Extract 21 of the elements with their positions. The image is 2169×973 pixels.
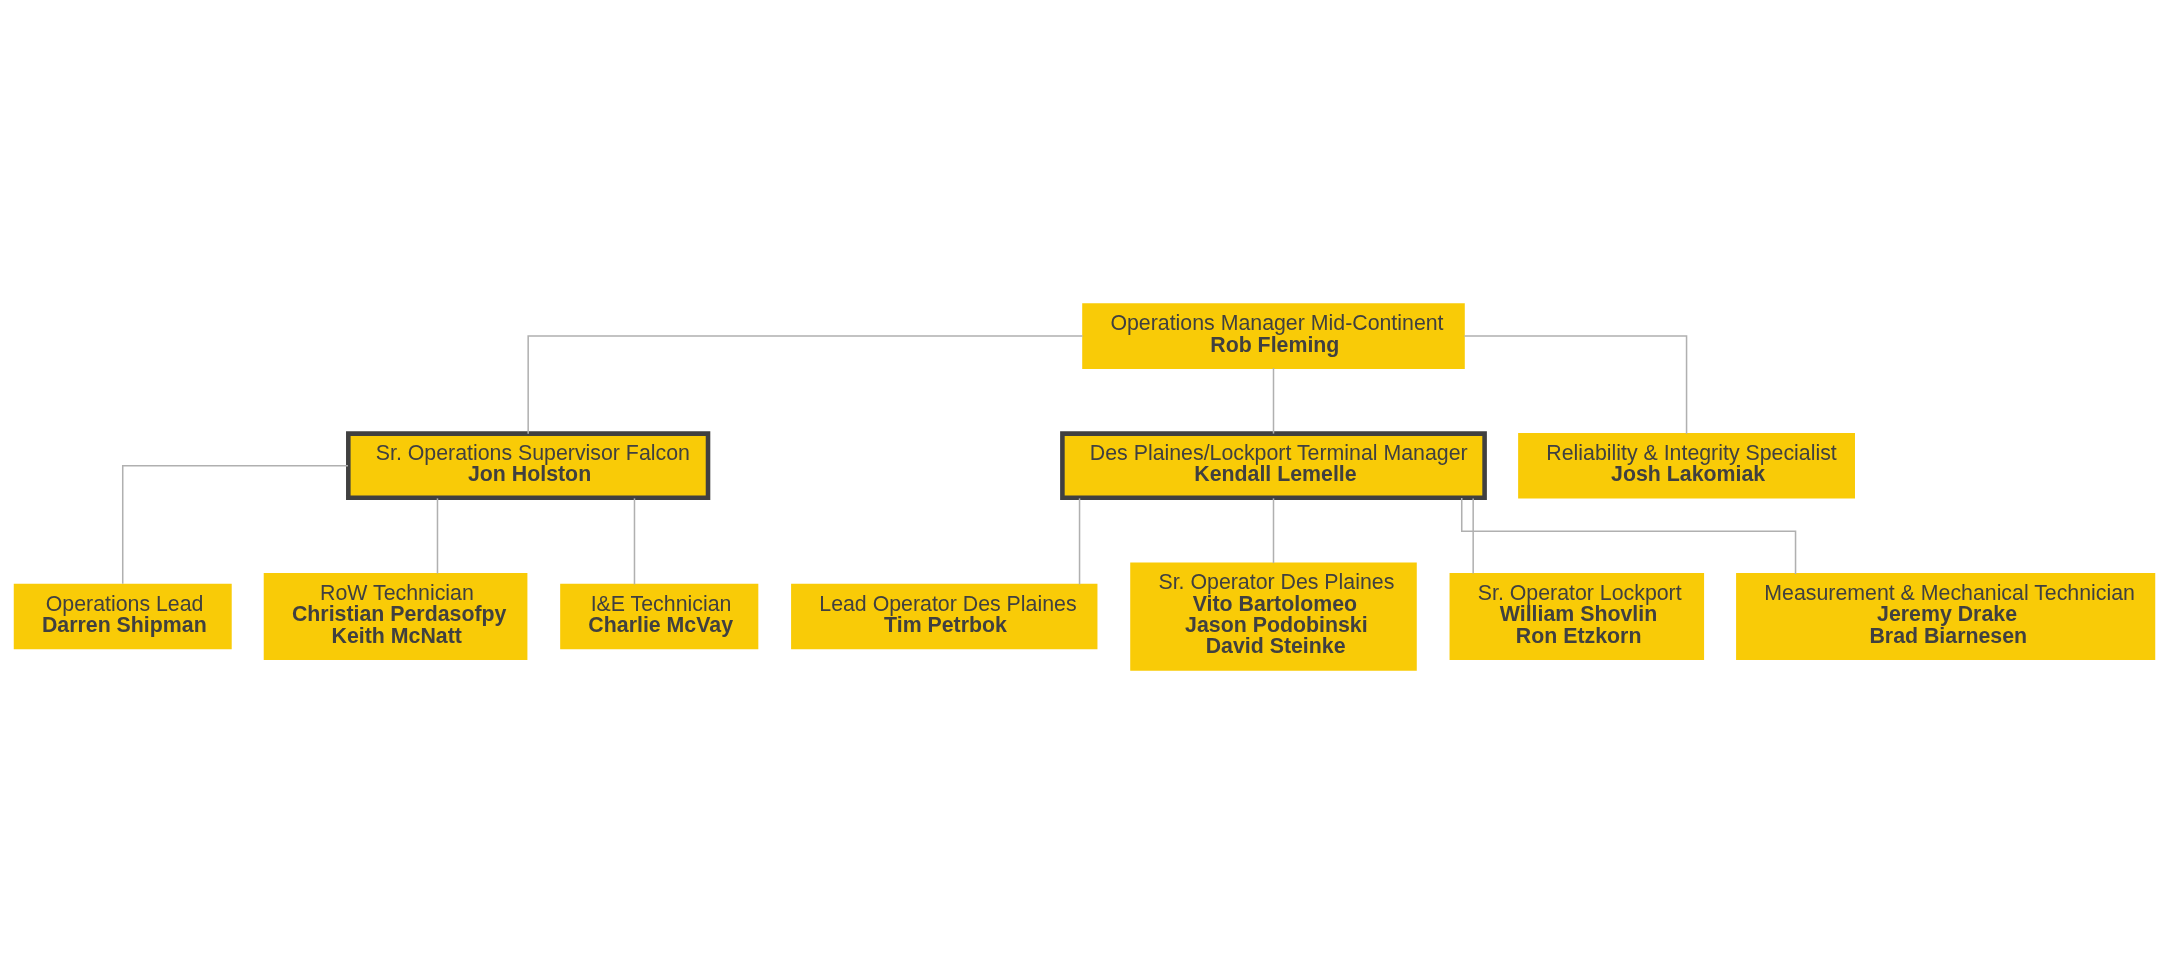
node-box: Des Plaines/Lockport Terminal Manager Kendall Lemelle — [1060, 430, 1487, 500]
node-box: Lead Operator Des Plaines Tim Petrbok — [791, 583, 1098, 649]
connector — [1461, 496, 1797, 575]
node-box: Reliability & Integrity Specialist Josh Lakomiak — [1518, 432, 1855, 498]
node-box: Sr. Operator Lockport William Shovlin Ron Etzkorn — [1449, 572, 1705, 660]
connector — [1472, 497, 1474, 574]
connector — [1272, 497, 1275, 564]
connector — [1078, 497, 1081, 585]
node-box: Operations Manager Mid-Continent Rob Fleming — [1082, 302, 1465, 369]
connector — [527, 334, 1084, 434]
connector — [121, 464, 349, 585]
connector — [1272, 366, 1275, 434]
connector — [1463, 334, 1688, 434]
node-box: RoW Technician Christian Perdasofpy Keith McNatt — [263, 572, 528, 660]
node-box: Sr. Operations Supervisor Falcon Jon Holston — [346, 430, 711, 500]
node-box: Sr. Operator Des Plaines Vito Bartolomeo Jason Podobinski David Steinke — [1130, 561, 1417, 671]
connector — [633, 497, 636, 585]
connector — [436, 497, 439, 574]
node-box: Operations Lead Darren Shipman — [13, 583, 232, 649]
node-box: Measurement & Mechanical Technician Jeremy Drake Brad Biarnesen — [1736, 572, 2156, 660]
node-box: I&E Technician Charlie McVay — [560, 583, 759, 649]
